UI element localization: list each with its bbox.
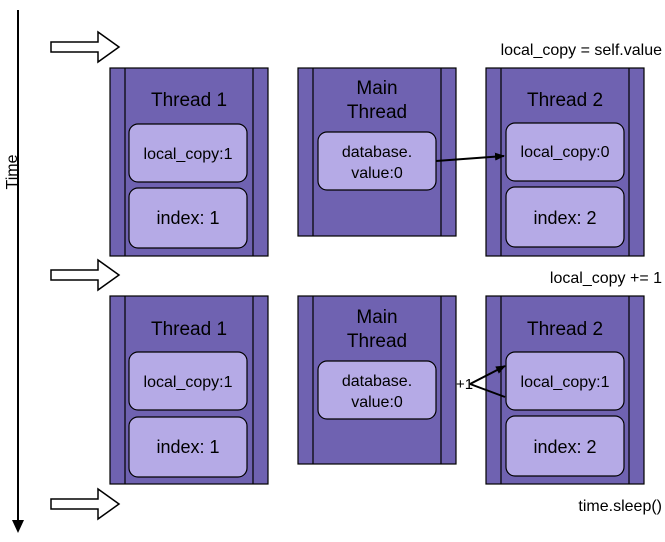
- step-arrow-2: [50, 258, 121, 292]
- main-thread-title-line2: Thread: [347, 102, 407, 123]
- step-arrow-1: [50, 30, 121, 64]
- thread1-box-step2: Thread 1 local_copy:1 index: 1: [109, 295, 269, 485]
- copy-arrow: [435, 152, 505, 162]
- operation-label-1: local_copy = self.value: [501, 42, 663, 59]
- main-thread-box-step1: Main Thread database. value:0: [297, 67, 457, 237]
- var-index: index: 1: [156, 437, 219, 457]
- operation-label-2: local_copy += 1: [550, 270, 662, 287]
- step-arrow-3: [50, 487, 121, 521]
- var-box-local-copy: [505, 351, 625, 411]
- time-axis-arrowhead: [12, 520, 24, 533]
- var-database-line2: value:0: [351, 394, 403, 411]
- thread2-title: Thread 2: [527, 319, 603, 340]
- increment-label: +1: [456, 376, 473, 393]
- var-index: index: 2: [533, 208, 596, 228]
- var-box-index: [128, 187, 248, 249]
- var-database-line2: value:0: [351, 165, 403, 182]
- var-database-line1: database.: [342, 373, 412, 390]
- main-thread-box-step2: Main Thread database. value:0: [297, 295, 457, 465]
- var-local-copy: local_copy:1: [144, 146, 233, 163]
- var-index: index: 1: [156, 208, 219, 228]
- thread2-box-step2: Thread 2 local_copy:1 index: 2: [485, 295, 645, 485]
- operation-label-3: time.sleep(): [578, 498, 662, 515]
- var-box-database-value: [317, 360, 437, 420]
- var-box-index: [505, 186, 625, 248]
- thread1-title: Thread 1: [151, 319, 227, 340]
- var-database-line1: database.: [342, 144, 412, 161]
- var-local-copy: local_copy:0: [521, 144, 610, 161]
- increment-arrow: [469, 383, 506, 398]
- thread2-box-step1: Thread 2 local_copy:0 index: 2: [485, 67, 645, 257]
- var-box-local-copy: [505, 122, 625, 182]
- var-box-index: [505, 415, 625, 477]
- thread1-box-step1: Thread 1 local_copy:1 index: 1: [109, 67, 269, 257]
- var-index: index: 2: [533, 437, 596, 457]
- main-thread-title-line1: Main: [356, 78, 397, 99]
- thread1-title: Thread 1: [151, 90, 227, 111]
- var-box-local-copy: [128, 351, 248, 411]
- var-box-index: [128, 416, 248, 478]
- increment-arrow: [469, 365, 506, 385]
- var-local-copy: local_copy:1: [144, 374, 233, 391]
- main-thread-title-line2: Thread: [347, 331, 407, 352]
- main-thread-title-line1: Main: [356, 307, 397, 328]
- var-local-copy: local_copy:1: [521, 374, 610, 391]
- thread2-title: Thread 2: [527, 90, 603, 111]
- var-box-local-copy: [128, 123, 248, 183]
- time-label: Time: [4, 154, 21, 189]
